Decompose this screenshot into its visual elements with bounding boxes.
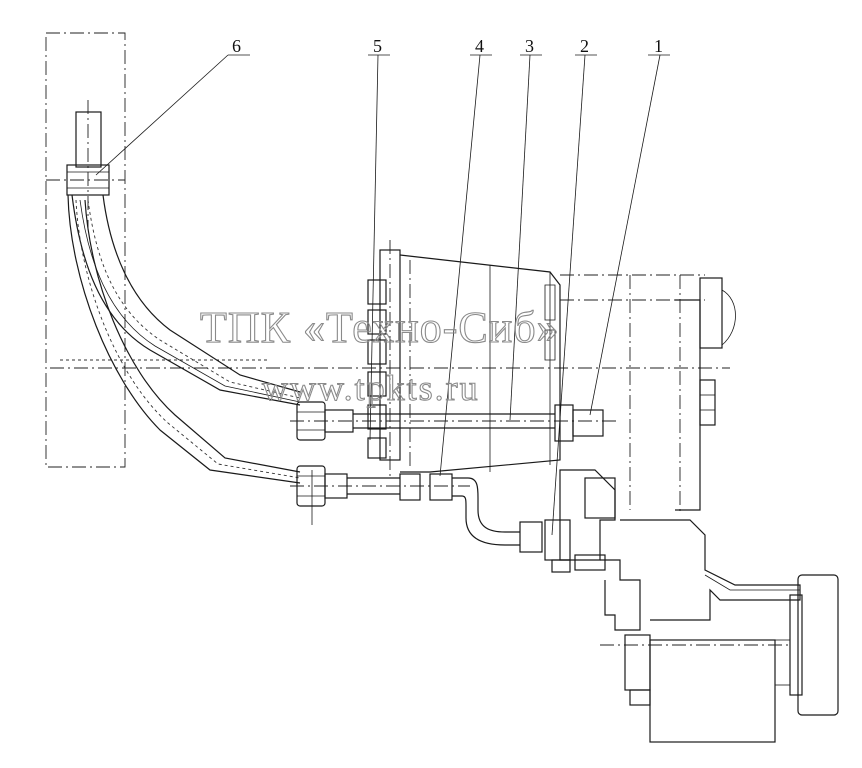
bent-tube bbox=[452, 477, 543, 553]
left-frame bbox=[45, 32, 126, 468]
conical-housing bbox=[399, 254, 561, 473]
lower-hose bbox=[67, 194, 301, 484]
callout-2: 2 bbox=[580, 36, 589, 56]
bottom-housing bbox=[600, 574, 839, 743]
callout-1: 1 bbox=[654, 36, 663, 56]
callout-4: 4 bbox=[475, 36, 484, 56]
watermark: ТПК «Техно-Сиб» www.tpkts.ru bbox=[199, 302, 560, 408]
right-housing bbox=[560, 274, 736, 515]
lower-block bbox=[544, 469, 801, 631]
watermark-company: ТПК «Техно-Сиб» bbox=[200, 303, 560, 352]
lower-pipe bbox=[290, 465, 470, 525]
callout-labels: 6 5 4 3 2 1 bbox=[232, 36, 663, 56]
callout-3: 3 bbox=[525, 36, 534, 56]
upper-fitting bbox=[66, 100, 110, 230]
flange-plate bbox=[367, 240, 411, 480]
upper-hose bbox=[71, 194, 301, 406]
upper-pipe bbox=[290, 401, 620, 442]
callout-6: 6 bbox=[232, 36, 241, 56]
leader-lines bbox=[95, 54, 670, 536]
callout-5: 5 bbox=[373, 36, 382, 56]
watermark-url: www.tpkts.ru bbox=[262, 368, 480, 408]
